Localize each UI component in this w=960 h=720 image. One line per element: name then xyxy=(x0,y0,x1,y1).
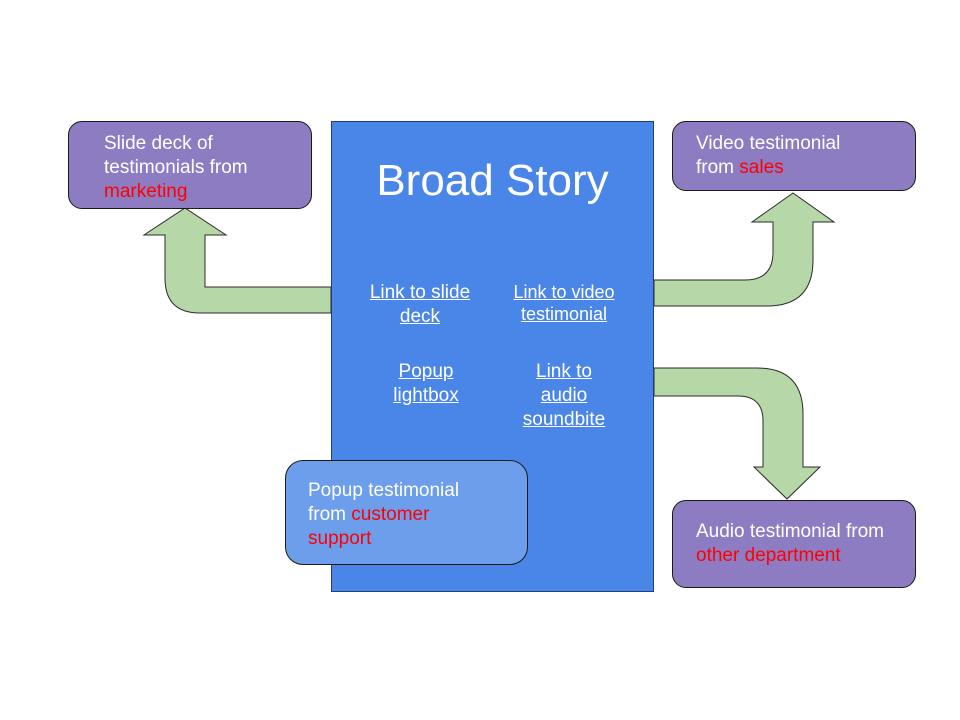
arrow-to-video xyxy=(653,192,836,307)
other-department-label: other department xyxy=(696,545,841,566)
slide-deck-box: Slide deck of testimonials from marketin… xyxy=(68,121,312,209)
link-to-audio-soundbite[interactable]: Link to audio soundbite xyxy=(522,361,606,430)
broad-story-title: Broad Story xyxy=(376,156,609,205)
popup-testimonial-box: Popup testimonial from customer support xyxy=(285,460,528,565)
support-label: support xyxy=(308,528,372,549)
broad-story-box: Broad Story Link to slide deck Link to v… xyxy=(331,121,654,592)
arrow-to-audio xyxy=(653,367,822,500)
link-to-video-testimonial[interactable]: Link to video testimonial xyxy=(513,282,615,324)
arrow-to-slide-deck xyxy=(142,207,332,314)
popup-lightbox-link[interactable]: Popup lightbox xyxy=(393,361,459,406)
video-testimonial-box: Video testimonial from sales xyxy=(672,121,916,191)
link-to-slide-deck[interactable]: Link to slide deck xyxy=(369,282,471,327)
marketing-label: marketing xyxy=(104,181,188,202)
sales-label: sales xyxy=(739,157,784,178)
customer-label: customer xyxy=(351,504,430,525)
audio-testimonial-box: Audio testimonial from other department xyxy=(672,500,916,588)
